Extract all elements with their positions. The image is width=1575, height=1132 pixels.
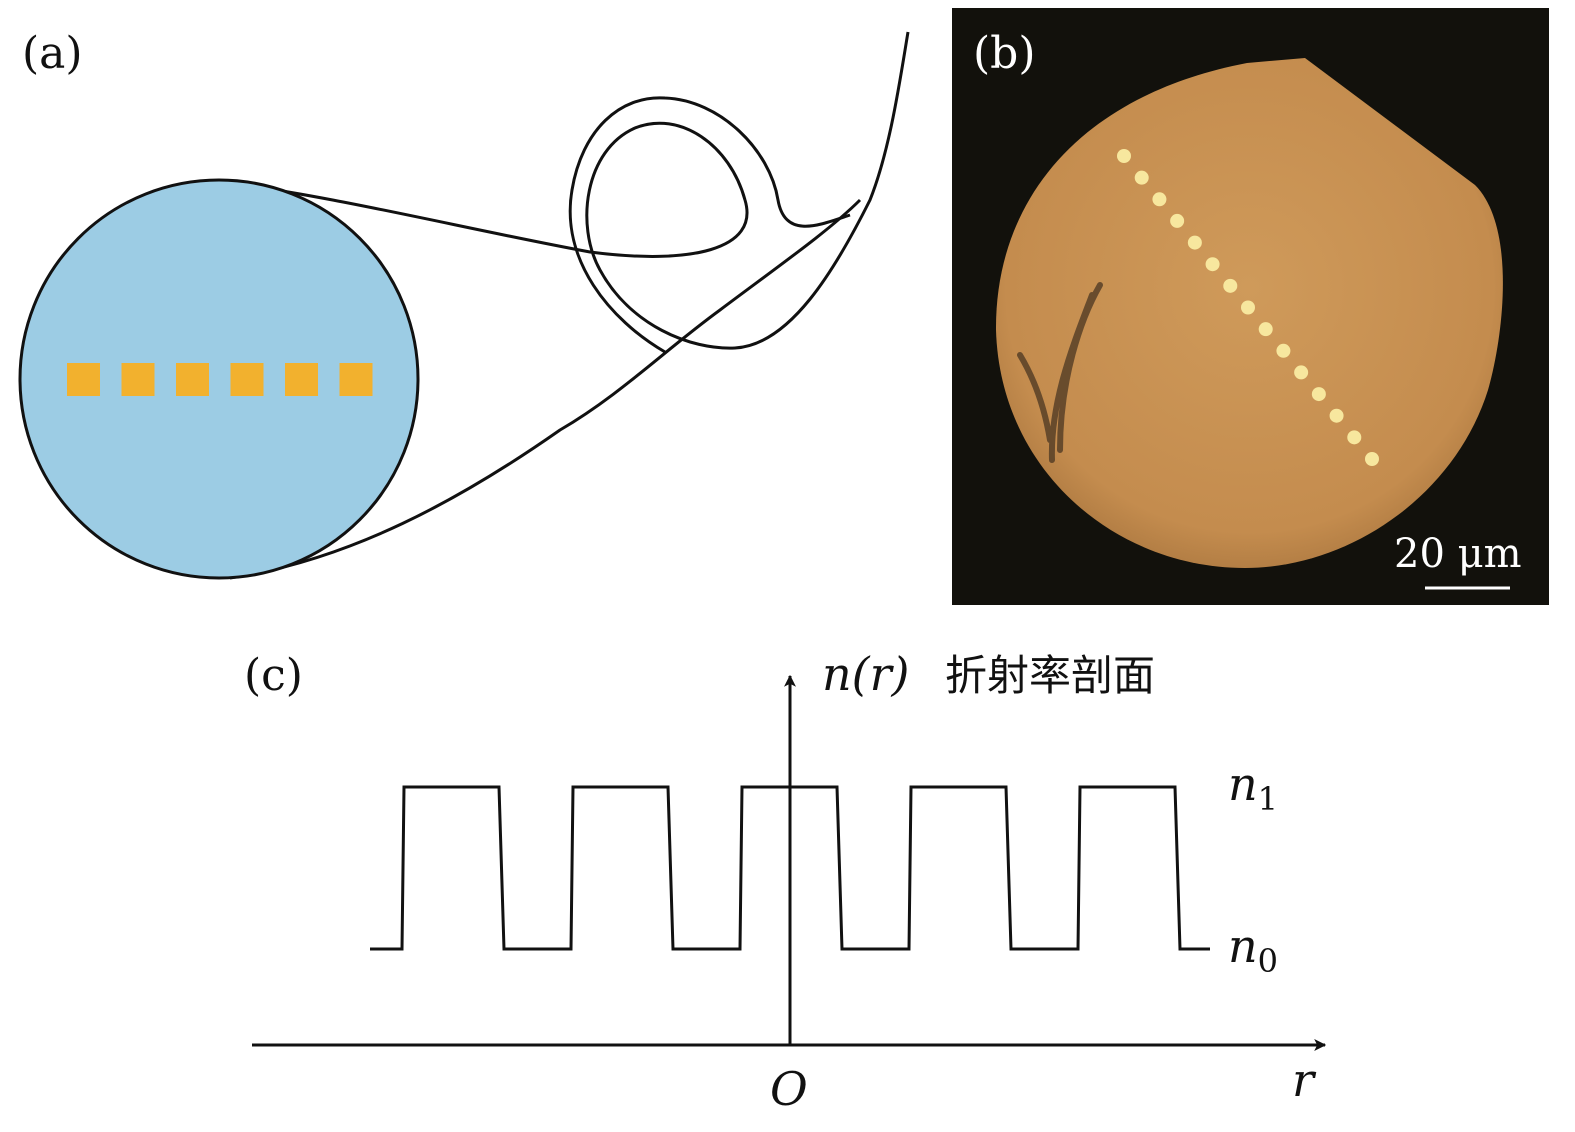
core-row: [67, 363, 373, 396]
core-dot-row: [1117, 149, 1379, 466]
core-dot: [1152, 192, 1167, 207]
origin-label: O: [770, 1062, 808, 1116]
y-axis-label: n(r): [822, 647, 910, 701]
core-dot: [1365, 452, 1379, 466]
refractive-index-profile: [370, 785, 1210, 951]
core-dot: [1347, 430, 1362, 445]
core-square: [339, 363, 373, 396]
level-n1-subscript: 1: [1258, 780, 1278, 818]
core-dot: [1117, 149, 1131, 163]
core-dot: [1134, 170, 1149, 185]
fiber-cross-section: [18, 178, 420, 580]
level-n0-subscript: 0: [1258, 942, 1278, 980]
core-dot: [1258, 322, 1273, 337]
core-dot: [1294, 365, 1309, 380]
fiber-outline: [219, 31, 910, 580]
core-dot: [1241, 300, 1255, 315]
x-axis-label: r: [1292, 1053, 1317, 1107]
core-dot: [1311, 387, 1326, 402]
level-n0-symbol: n: [1228, 919, 1258, 973]
panel-a: (a): [18, 28, 910, 580]
scale-bar-text: 20 μm: [1394, 531, 1522, 577]
core-square: [285, 363, 318, 396]
panel-b: (b) 20 μm: [952, 8, 1549, 605]
core-dot: [1205, 257, 1220, 272]
level-n1-label: n1: [1228, 757, 1278, 818]
panel-c-label: (c): [244, 650, 303, 701]
core-dot: [1187, 235, 1202, 250]
core-square: [230, 363, 264, 396]
core-dot: [1170, 213, 1185, 228]
core-dot: [1223, 278, 1238, 293]
panel-a-label: (a): [22, 28, 83, 79]
core-square: [67, 363, 100, 396]
level-n1-symbol: n: [1228, 757, 1258, 811]
y-axis-label-cjk: 折射率剖面: [945, 651, 1155, 700]
level-n0-label: n0: [1228, 919, 1278, 980]
core-square: [121, 363, 155, 396]
fiber-upper-edge: [219, 31, 910, 350]
end-face-defect: [1017, 282, 1103, 463]
fiber-inner-loop: [568, 96, 851, 354]
core-dot: [1329, 408, 1344, 423]
panel-c: (c) n(r) 折射率剖面 n1 n0 O r: [244, 647, 1327, 1116]
fiber-lower-edge: [229, 198, 862, 580]
core-square: [176, 363, 209, 396]
core-dot: [1276, 343, 1291, 358]
panel-b-label: (b): [973, 28, 1036, 79]
